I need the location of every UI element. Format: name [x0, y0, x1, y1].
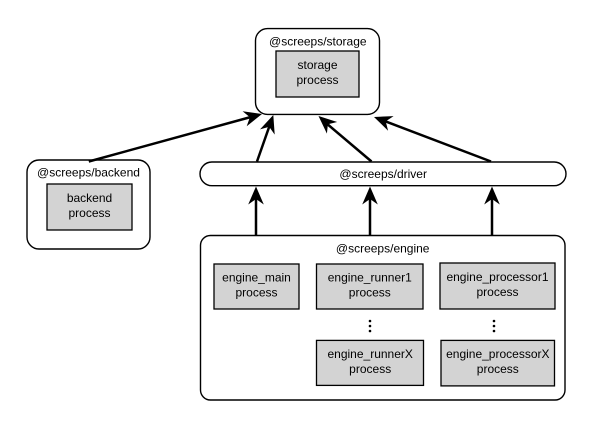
svg-text:engine_runnerX: engine_runnerX	[327, 347, 412, 361]
svg-text:backend: backend	[67, 191, 112, 205]
svg-text:process: process	[477, 362, 519, 376]
svg-text:process: process	[235, 285, 277, 299]
svg-text:@screeps/backend: @screeps/backend	[37, 166, 140, 180]
svg-text:process: process	[296, 73, 338, 87]
svg-text:engine_processor1: engine_processor1	[446, 270, 548, 284]
svg-text:process: process	[349, 362, 391, 376]
svg-text:engine_main: engine_main	[222, 270, 291, 284]
svg-text:storage: storage	[297, 58, 337, 72]
svg-text:@screeps/driver: @screeps/driver	[339, 167, 427, 181]
svg-text:process: process	[68, 206, 110, 220]
svg-text:@screeps/engine: @screeps/engine	[336, 241, 430, 255]
svg-text:engine_runner1: engine_runner1	[328, 270, 412, 284]
svg-text:@screeps/storage: @screeps/storage	[269, 34, 367, 48]
svg-text:engine_processorX: engine_processorX	[446, 347, 549, 361]
svg-text:process: process	[476, 285, 518, 299]
svg-text:process: process	[349, 285, 391, 299]
